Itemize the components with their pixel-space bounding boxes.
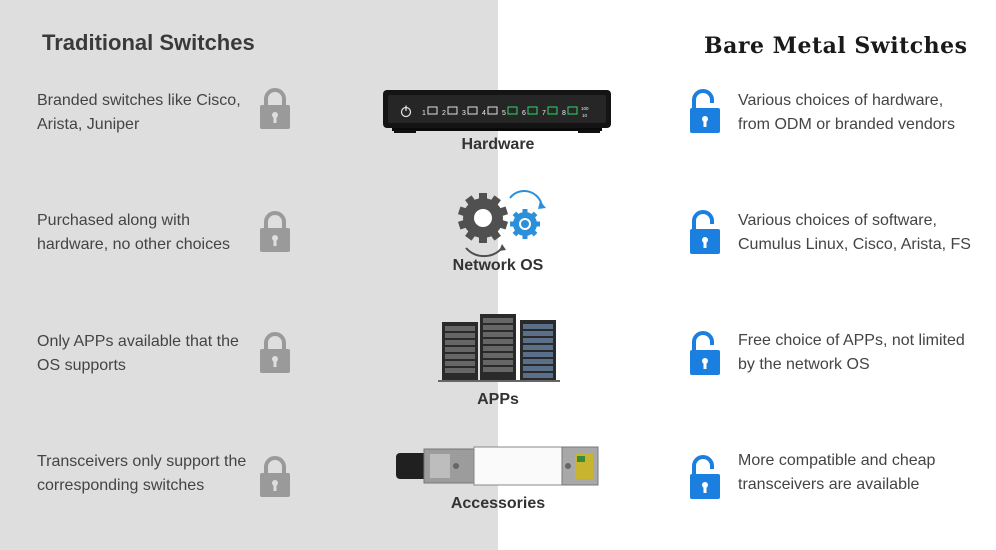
port-number: 2 bbox=[442, 110, 446, 117]
port-icon bbox=[507, 106, 518, 115]
port-icon bbox=[567, 106, 578, 115]
server-racks-apps-icon bbox=[438, 314, 560, 382]
server-unit bbox=[445, 347, 475, 352]
bare-metal-network-os-text: Various choices of software, Cumulus Lin… bbox=[738, 212, 971, 253]
server-unit bbox=[483, 367, 513, 372]
apps-label: APPs bbox=[477, 391, 519, 408]
network-os-label: Network OS bbox=[452, 257, 544, 274]
server-unit bbox=[523, 373, 553, 378]
unlocked-lock-icon bbox=[690, 331, 720, 375]
bare-metal-hardware-text: Various choices of hardware, from ODM or… bbox=[738, 92, 955, 133]
server-unit bbox=[483, 332, 513, 337]
port-number: 5 bbox=[502, 110, 506, 117]
transceiver-accessories-icon bbox=[396, 446, 599, 486]
port-icon bbox=[547, 106, 558, 115]
server-unit bbox=[483, 353, 513, 358]
port-icon bbox=[427, 106, 438, 115]
server-unit bbox=[523, 324, 553, 329]
locked-lock-icon bbox=[260, 456, 290, 497]
switch-hardware-icon: 1 2 3 4 5 6 7 8 100 10 bbox=[383, 90, 611, 133]
switch-ports: 1 2 3 4 5 6 7 8 bbox=[422, 106, 578, 117]
hardware-label: Hardware bbox=[461, 136, 535, 153]
gears-network-os-icon bbox=[457, 190, 546, 258]
locked-lock-icon bbox=[260, 332, 290, 373]
server-unit bbox=[445, 333, 475, 338]
port-speed-top: 100 bbox=[581, 106, 589, 111]
server-unit bbox=[483, 318, 513, 323]
locked-lock-icon bbox=[260, 88, 290, 129]
port-icon bbox=[527, 106, 538, 115]
server-unit bbox=[445, 326, 475, 331]
bare-metal-switches-title: Bare Metal Switches bbox=[704, 33, 968, 59]
traditional-switches-title: Traditional Switches bbox=[42, 30, 255, 55]
traditional-network-os-text: Purchased along with hardware, no other … bbox=[37, 212, 230, 253]
port-icon bbox=[447, 106, 458, 115]
port-number: 3 bbox=[462, 110, 466, 117]
server-racks bbox=[442, 314, 556, 380]
bare-metal-apps-text: Free choice of APPs, not limited by the … bbox=[738, 332, 965, 373]
unlocked-lock-icon bbox=[690, 210, 720, 254]
server-unit bbox=[483, 346, 513, 351]
server-unit bbox=[445, 354, 475, 359]
server-unit bbox=[445, 340, 475, 345]
gear-tooth bbox=[479, 234, 487, 243]
traditional-accessories-text: Transceivers only support the correspond… bbox=[37, 453, 247, 494]
server-unit bbox=[523, 352, 553, 357]
server-unit bbox=[483, 360, 513, 365]
server-unit bbox=[483, 325, 513, 330]
server-unit bbox=[523, 338, 553, 343]
traditional-apps-text: Only APPs available that the OS supports bbox=[37, 333, 239, 374]
port-number: 6 bbox=[522, 110, 526, 117]
server-unit bbox=[483, 339, 513, 344]
port-speed-bottom: 10 bbox=[582, 113, 588, 118]
gear-tooth bbox=[479, 193, 487, 202]
port-number: 8 bbox=[562, 110, 566, 117]
traditional-hardware-text: Branded switches like Cisco, Arista, Jun… bbox=[37, 92, 241, 133]
port-number: 7 bbox=[542, 110, 546, 117]
accessories-label: Accessories bbox=[450, 495, 546, 512]
server-unit bbox=[445, 361, 475, 366]
large-gear-icon bbox=[457, 193, 509, 243]
port-icon bbox=[467, 106, 478, 115]
bare-metal-accessories-text: More compatible and cheap transceivers a… bbox=[738, 452, 936, 493]
port-number: 1 bbox=[422, 110, 426, 117]
server-unit bbox=[523, 345, 553, 350]
unlocked-lock-icon bbox=[690, 455, 720, 499]
port-number: 4 bbox=[482, 110, 486, 117]
server-unit bbox=[523, 331, 553, 336]
locked-lock-icon bbox=[260, 211, 290, 252]
server-unit bbox=[523, 359, 553, 364]
port-icon bbox=[487, 106, 498, 115]
unlocked-lock-icon bbox=[690, 89, 720, 133]
server-unit bbox=[523, 366, 553, 371]
server-unit bbox=[445, 368, 475, 373]
